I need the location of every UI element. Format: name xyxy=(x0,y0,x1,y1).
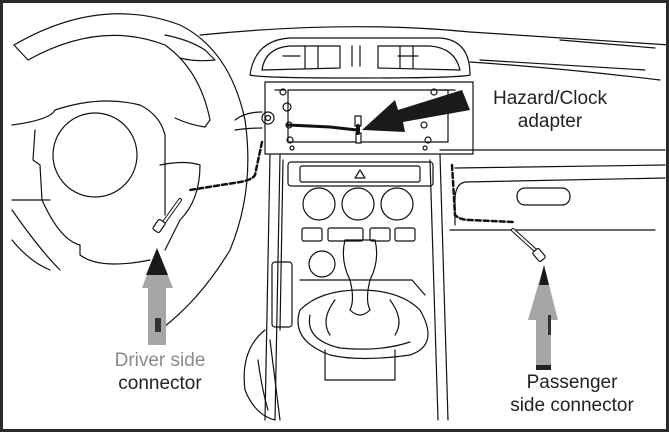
radio-bay xyxy=(234,81,474,155)
hazard-label-line1: Hazard/Clock xyxy=(492,88,608,109)
passenger-side-connector-label: Passenger side connector xyxy=(487,371,657,417)
passenger-label-line2: side connector xyxy=(510,395,634,416)
steering-wheel xyxy=(11,13,249,331)
dashboard-outline xyxy=(199,26,666,231)
wiring-harness xyxy=(188,140,515,224)
center-vent xyxy=(249,37,471,79)
driver-arrow xyxy=(142,248,173,345)
gear-shifter xyxy=(297,239,429,381)
hazard-arrow xyxy=(362,90,470,132)
driver-label-line1: Driver side xyxy=(114,350,206,371)
driver-label-line2: connector xyxy=(118,373,202,394)
hazard-label-line2: adapter xyxy=(517,111,583,132)
diagram-frame: Hazard/Clock adapter Driver side connect… xyxy=(3,3,666,429)
hazard-wire xyxy=(286,115,362,144)
dashboard-line-drawing xyxy=(11,13,666,421)
hazard-clock-adapter-label: Hazard/Clock adapter xyxy=(475,87,625,133)
passenger-arrow xyxy=(528,265,558,370)
handbrake xyxy=(243,261,293,421)
passenger-label-line1: Passenger xyxy=(526,372,618,393)
passenger-connector xyxy=(511,228,546,262)
driver-side-connector-label: Driver side connector xyxy=(95,349,225,395)
center-console xyxy=(264,154,449,421)
driver-connector xyxy=(152,198,182,234)
